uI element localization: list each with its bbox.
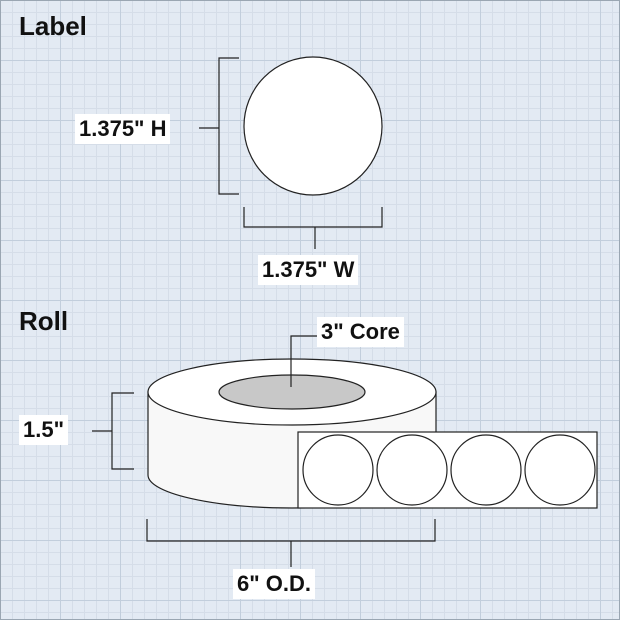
core-text: 3" Core (317, 317, 404, 347)
core-leader-line (290, 335, 319, 387)
strip-label-circle (302, 434, 374, 506)
strip-labels (302, 434, 596, 506)
roll-width-bracket (92, 392, 134, 470)
roll-core (218, 374, 366, 410)
roll-heading: Roll (19, 306, 69, 336)
strip-label-circle (450, 434, 522, 506)
strip-label-circle (524, 434, 596, 506)
roll-width-text: 1.5" (19, 415, 69, 445)
label-width-text: 1.375" W (258, 255, 359, 285)
label-height-bracket (199, 57, 239, 195)
strip-label-circle (376, 434, 448, 506)
label-circle (243, 56, 383, 196)
label-heading: Label (19, 11, 87, 41)
label-height-text: 1.375" H (75, 114, 171, 144)
roll-od-bracket (146, 519, 436, 567)
roll-od-text: 6" O.D. (233, 569, 316, 599)
label-width-bracket (243, 207, 383, 249)
